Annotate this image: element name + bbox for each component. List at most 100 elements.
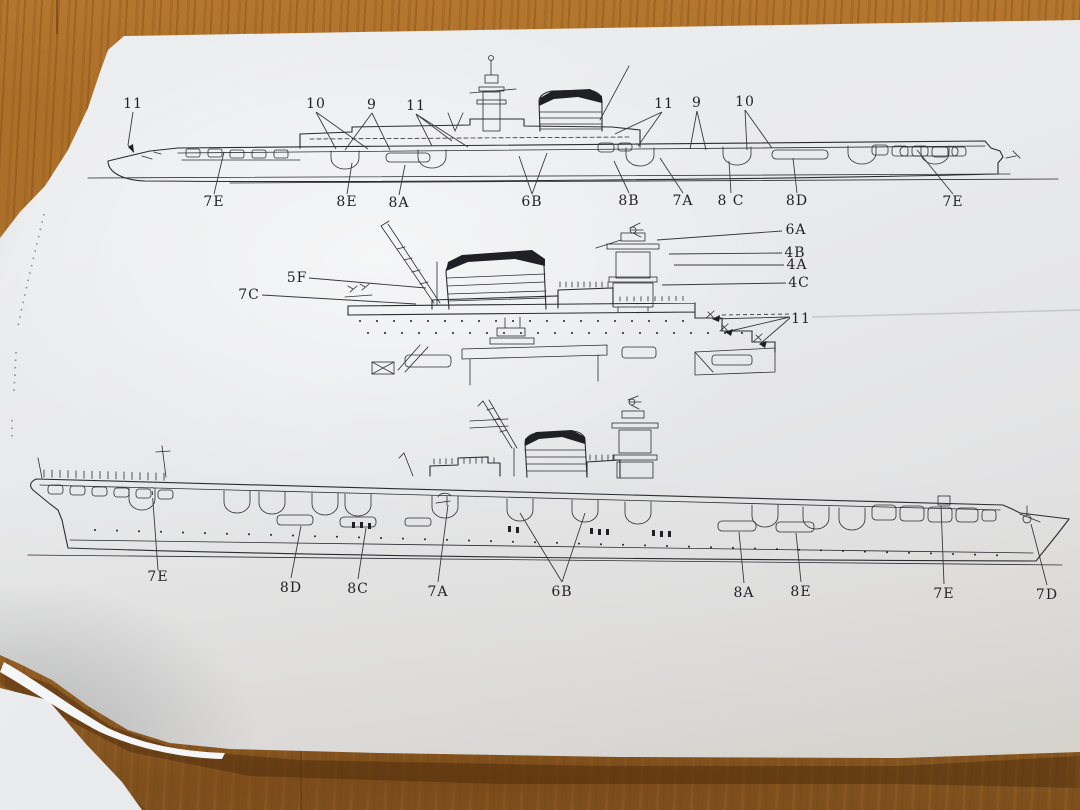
detail-mark bbox=[469, 332, 471, 334]
part-callout: 4A bbox=[786, 257, 807, 273]
detail-mark bbox=[556, 541, 558, 544]
part-callout: 8A bbox=[388, 195, 409, 211]
detail-mark bbox=[648, 320, 650, 322]
radio-antenna bbox=[599, 65, 630, 121]
detail-mark bbox=[182, 531, 184, 534]
bottom-profile-drawing: 7E 8D 8C 7A 6B 8A 8E 7E 7D bbox=[27, 395, 1070, 603]
part-callout: 8E bbox=[790, 584, 811, 600]
detail-mark bbox=[401, 332, 403, 334]
detail-mark bbox=[431, 495, 459, 519]
wood-plank-seam bbox=[300, 748, 302, 810]
part-callout: 6A bbox=[785, 222, 806, 238]
detail-mark bbox=[367, 332, 369, 334]
part-callout: 8A bbox=[733, 585, 754, 601]
detail-mark bbox=[128, 487, 156, 511]
detail-mark bbox=[600, 543, 602, 546]
detail-mark bbox=[393, 320, 395, 322]
detail-mark bbox=[490, 540, 492, 543]
funnel-cap-bottom bbox=[525, 430, 585, 446]
detail-mark bbox=[622, 332, 624, 334]
part-callout: 6B bbox=[551, 584, 572, 600]
detail-mark bbox=[996, 554, 998, 557]
detail-mark bbox=[520, 332, 522, 334]
island-window-row bbox=[309, 136, 631, 140]
detail-mark bbox=[802, 506, 830, 530]
part-callout: 9 bbox=[367, 97, 377, 113]
aft-aa-guns bbox=[705, 310, 763, 342]
boat-sponsons bbox=[385, 146, 959, 163]
tower-mast-bottom bbox=[611, 395, 659, 479]
detail-mark bbox=[580, 320, 582, 322]
part-callout: 7A bbox=[427, 584, 448, 600]
detail-mark bbox=[359, 320, 361, 322]
detail-mark bbox=[776, 548, 778, 551]
detail-mark bbox=[292, 534, 294, 537]
railing-ticks bbox=[43, 281, 684, 481]
wood-plank-seam bbox=[56, 0, 58, 34]
detail-mark bbox=[724, 332, 726, 334]
detail-mark bbox=[631, 320, 633, 322]
part-callout: 8D bbox=[786, 193, 808, 209]
part-callout: 6B bbox=[521, 194, 542, 210]
detail-mark bbox=[506, 498, 534, 522]
part-callout: 4B bbox=[784, 245, 805, 261]
detail-mark bbox=[534, 541, 536, 544]
part-callout: 11 bbox=[123, 96, 143, 112]
detail-mark bbox=[751, 504, 779, 528]
detail-mark bbox=[223, 490, 251, 514]
part-callout: 7E bbox=[942, 194, 963, 210]
bow-anchor bbox=[1019, 505, 1041, 523]
detail-mark bbox=[495, 320, 497, 322]
bottom-view-leader-lines bbox=[151, 486, 1048, 586]
detail-mark bbox=[478, 320, 480, 322]
anchor-hawse bbox=[1022, 514, 1032, 524]
detail-mark bbox=[376, 320, 378, 322]
funnel-cap-detail bbox=[446, 250, 545, 271]
paper-curl-highlight bbox=[0, 662, 225, 759]
detail-mark bbox=[690, 332, 692, 334]
part-callout: 10 bbox=[306, 96, 326, 112]
part-callout: 11 bbox=[654, 96, 674, 112]
detail-mark bbox=[344, 493, 372, 517]
hull-outline-bottom bbox=[30, 478, 1070, 562]
stern-gallery-windows bbox=[47, 484, 174, 500]
detail-mark bbox=[116, 529, 118, 532]
boat-sponsons-bottom bbox=[276, 514, 815, 533]
detail-mark bbox=[710, 546, 712, 549]
detail-mark bbox=[597, 320, 599, 322]
island-deckhouse-left bbox=[429, 456, 501, 477]
detail-mark bbox=[226, 532, 228, 535]
detail-mark bbox=[952, 553, 954, 555]
tower-mast-detail bbox=[595, 222, 660, 313]
detail-mark bbox=[311, 492, 339, 516]
detail-mark bbox=[820, 549, 822, 552]
waterline-bottom bbox=[27, 554, 1063, 566]
detail-mark bbox=[838, 507, 866, 531]
part-callout: 4C bbox=[788, 275, 810, 291]
top-profile-drawing: 11 10 9 11 11 9 10 7E 8E 8A 6B 8B 7A 8 C… bbox=[87, 55, 1059, 211]
detail-mark bbox=[732, 546, 734, 549]
detail-mark bbox=[682, 320, 684, 322]
detail-mark bbox=[512, 320, 514, 322]
detail-mark bbox=[94, 529, 96, 531]
detail-mark bbox=[427, 320, 429, 322]
part-callout: 7A bbox=[672, 193, 693, 209]
detail-mark bbox=[138, 530, 140, 533]
radio-aerials bbox=[469, 418, 509, 429]
part-callout: 8B bbox=[618, 193, 639, 209]
island-deckhouse-right bbox=[586, 459, 621, 478]
detail-mark bbox=[204, 532, 206, 535]
detail-mark bbox=[639, 332, 641, 334]
funnel-bands bbox=[539, 111, 603, 130]
detail-mark bbox=[314, 535, 316, 538]
detail-mark bbox=[798, 548, 800, 551]
detail-mark bbox=[160, 530, 162, 533]
detail-mark bbox=[410, 320, 412, 322]
detail-mark bbox=[336, 535, 338, 538]
part-callout: 10 bbox=[735, 94, 755, 110]
funnel-cap bbox=[539, 89, 602, 106]
detail-mark bbox=[908, 551, 910, 554]
portholes bbox=[352, 522, 671, 537]
detail-mark bbox=[673, 332, 675, 334]
